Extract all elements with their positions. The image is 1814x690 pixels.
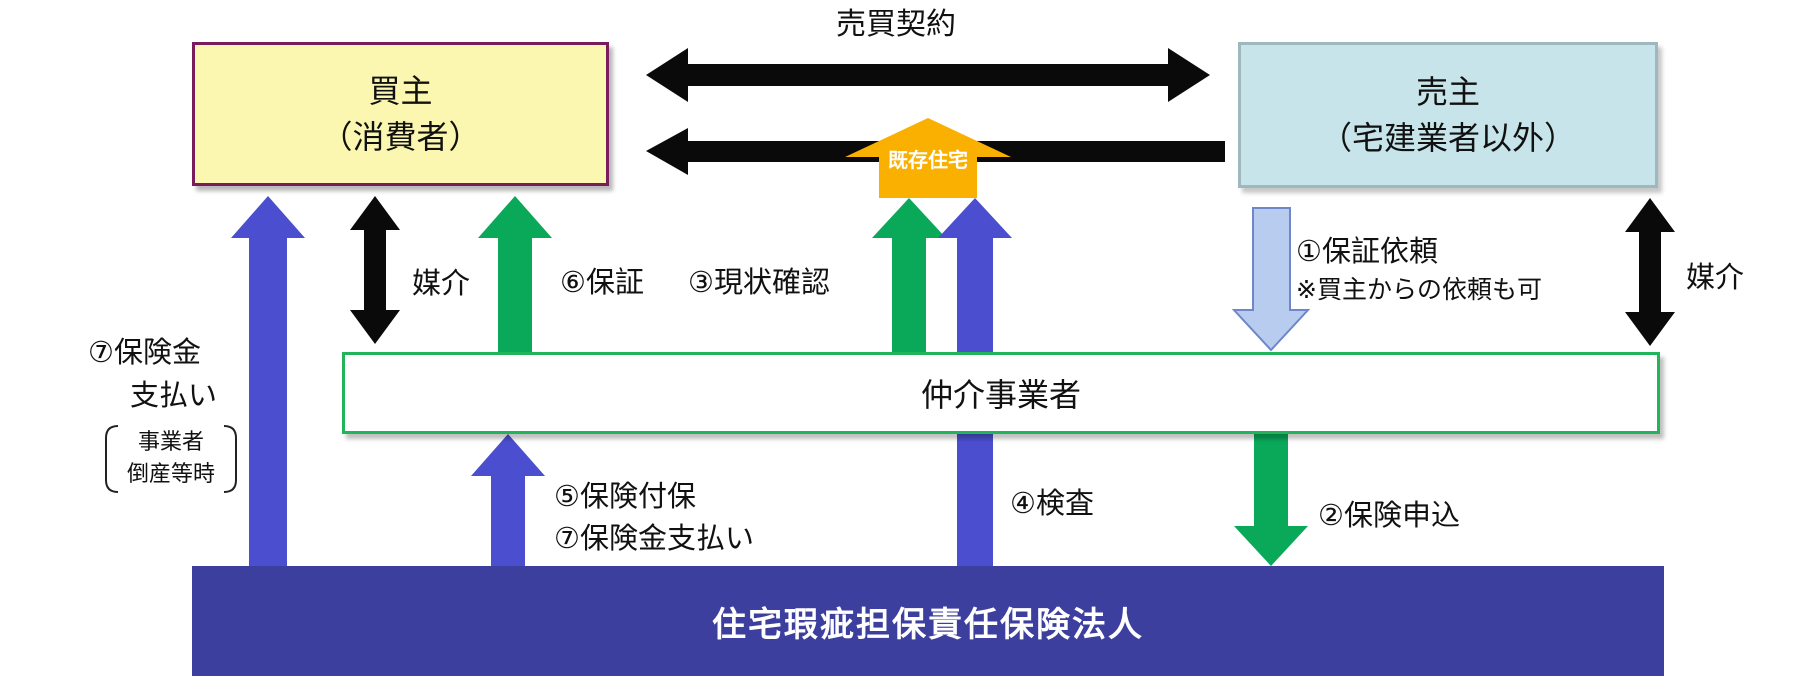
existing-house-label: 既存住宅 <box>888 148 968 172</box>
payment-label-line1: ⑦保険金 <box>88 335 201 369</box>
coverage-label-line1: ⑤保険付保 <box>554 479 696 513</box>
insurance-application-arrow <box>1234 434 1308 566</box>
broker-label: 仲介事業者 <box>920 376 1081 414</box>
seller-title: 売主 <box>1415 73 1480 111</box>
bankruptcy-note-line1: 事業者 <box>137 430 204 455</box>
buyer-title: 買主 <box>368 72 433 110</box>
note-left-bracket <box>105 425 119 493</box>
seller-box: 売主 （宅建業者以外） <box>1238 42 1658 188</box>
status-check-label: ③現状確認 <box>688 265 830 299</box>
note-right-bracket <box>223 425 237 493</box>
buyer-subtitle: （消費者） <box>320 118 481 156</box>
coverage-arrow <box>471 434 545 572</box>
guarantee-arrow <box>478 196 552 352</box>
buyer-mediation-arrow <box>350 196 400 344</box>
insurer-label: 住宅瑕疵担保責任保険法人 <box>712 604 1144 645</box>
seller-subtitle: （宅建業者以外） <box>1319 119 1576 157</box>
existing-house-arrow <box>845 118 1011 198</box>
bankruptcy-note-line2: 倒産等時 <box>126 462 215 487</box>
sales-contract-arrow <box>646 48 1210 102</box>
guarantee-request-note: ※買主からの依頼も可 <box>1296 275 1542 304</box>
insurance-application-label: ②保険申込 <box>1318 498 1460 532</box>
insurance-payment-to-buyer-arrow <box>231 196 305 572</box>
guarantee-request-label: ①保証依頼 <box>1296 234 1438 268</box>
buyer-box: 買主 （消費者） <box>192 42 609 186</box>
coverage-label-line2: ⑦保険金支払い <box>554 521 754 555</box>
guarantee-request-arrow <box>1231 207 1311 352</box>
sales-contract-label: 売買契約 <box>836 7 956 42</box>
seller-mediation-arrow <box>1625 198 1675 346</box>
mediation-left-label: 媒介 <box>412 266 471 300</box>
status-check-arrow <box>872 198 946 352</box>
guarantee-label: ⑥保証 <box>560 265 644 299</box>
insurer-box: 住宅瑕疵担保責任保険法人 <box>192 566 1664 676</box>
inspection-label: ④検査 <box>1010 486 1094 520</box>
payment-label-line2: 支払い <box>130 378 218 412</box>
mediation-right-label: 媒介 <box>1686 260 1745 294</box>
broker-box: 仲介事業者 <box>342 352 1660 434</box>
